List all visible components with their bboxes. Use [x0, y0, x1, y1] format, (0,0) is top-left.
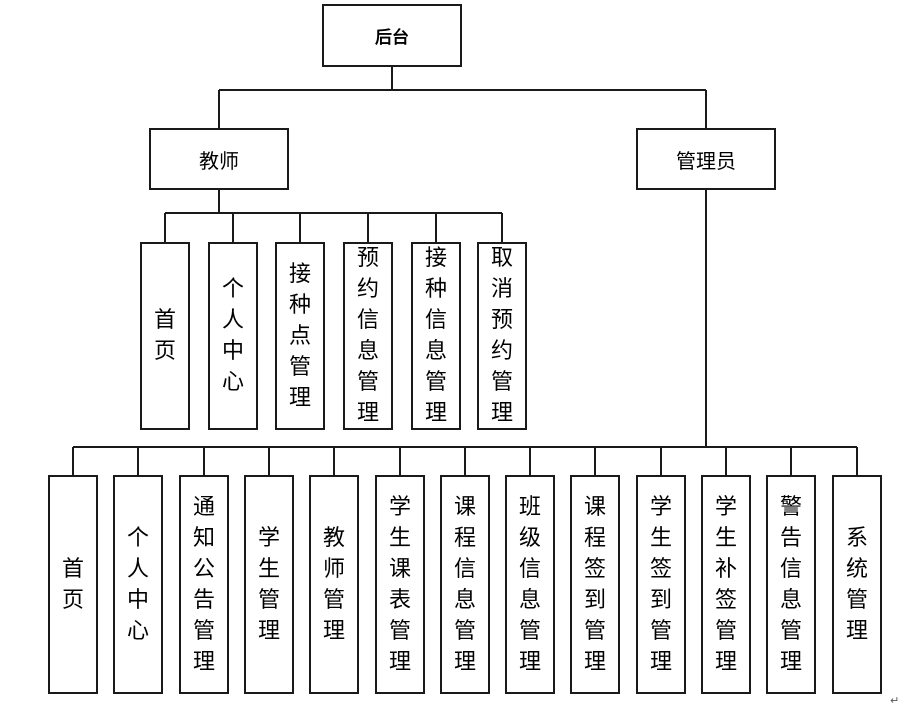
teacher-item-node: 个人中心 — [208, 242, 258, 430]
teacher-item-node: 预约信息管理 — [343, 242, 393, 430]
admin-item-label: 警告信息管理 — [779, 494, 802, 675]
admin-label: 管理员 — [676, 148, 736, 173]
admin-item-node: 首页 — [48, 475, 98, 694]
teacher-item-label: 首页 — [153, 308, 176, 364]
admin-item-node: 警告信息管理 — [766, 475, 816, 694]
root-label: 后台 — [375, 28, 409, 48]
admin-item-label: 学生签到管理 — [649, 494, 672, 675]
admin-item-label: 课程信息管理 — [453, 494, 476, 675]
admin-item-label: 个人中心 — [126, 525, 149, 644]
paragraph-mark: ↵ — [890, 694, 900, 707]
admin-item-label: 班级信息管理 — [518, 494, 541, 675]
teacher-item-label: 接种点管理 — [288, 261, 311, 411]
teacher-item-node: 首页 — [140, 242, 190, 430]
admin-item-node: 个人中心 — [113, 475, 163, 694]
admin-node: 管理员 — [636, 128, 776, 190]
admin-item-node: 学生课表管理 — [375, 475, 425, 694]
admin-item-label: 学生补签管理 — [714, 494, 737, 675]
teacher-item-label: 预约信息管理 — [356, 246, 379, 426]
admin-item-label: 教师管理 — [322, 525, 345, 644]
admin-item-label: 学生管理 — [257, 525, 280, 644]
teacher-item-label: 个人中心 — [221, 277, 244, 395]
teacher-item-node: 取消预约管理 — [477, 242, 527, 430]
admin-item-node: 通知公告管理 — [179, 475, 229, 694]
admin-item-node: 学生签到管理 — [636, 475, 686, 694]
admin-item-node: 系统管理 — [832, 475, 882, 694]
admin-item-label: 通知公告管理 — [192, 494, 215, 675]
root-node: 后台 — [322, 4, 462, 67]
teacher-item-node: 接种点管理 — [275, 242, 325, 430]
admin-item-label: 首页 — [61, 556, 84, 613]
teacher-item-node: 接种信息管理 — [411, 242, 461, 430]
admin-item-node: 学生补签管理 — [701, 475, 751, 694]
admin-item-node: 学生管理 — [244, 475, 294, 694]
teacher-item-label: 取消预约管理 — [490, 246, 513, 426]
admin-item-label: 课程签到管理 — [583, 494, 606, 675]
teacher-label: 教师 — [199, 148, 239, 173]
admin-item-node: 班级信息管理 — [505, 475, 555, 694]
teacher-node: 教师 — [149, 128, 289, 190]
admin-item-node: 课程信息管理 — [440, 475, 490, 694]
admin-item-node: 课程签到管理 — [570, 475, 620, 694]
admin-item-node: 教师管理 — [309, 475, 359, 694]
admin-item-label: 系统管理 — [845, 525, 868, 644]
admin-item-label: 学生课表管理 — [388, 494, 411, 675]
teacher-item-label: 接种信息管理 — [424, 246, 447, 426]
